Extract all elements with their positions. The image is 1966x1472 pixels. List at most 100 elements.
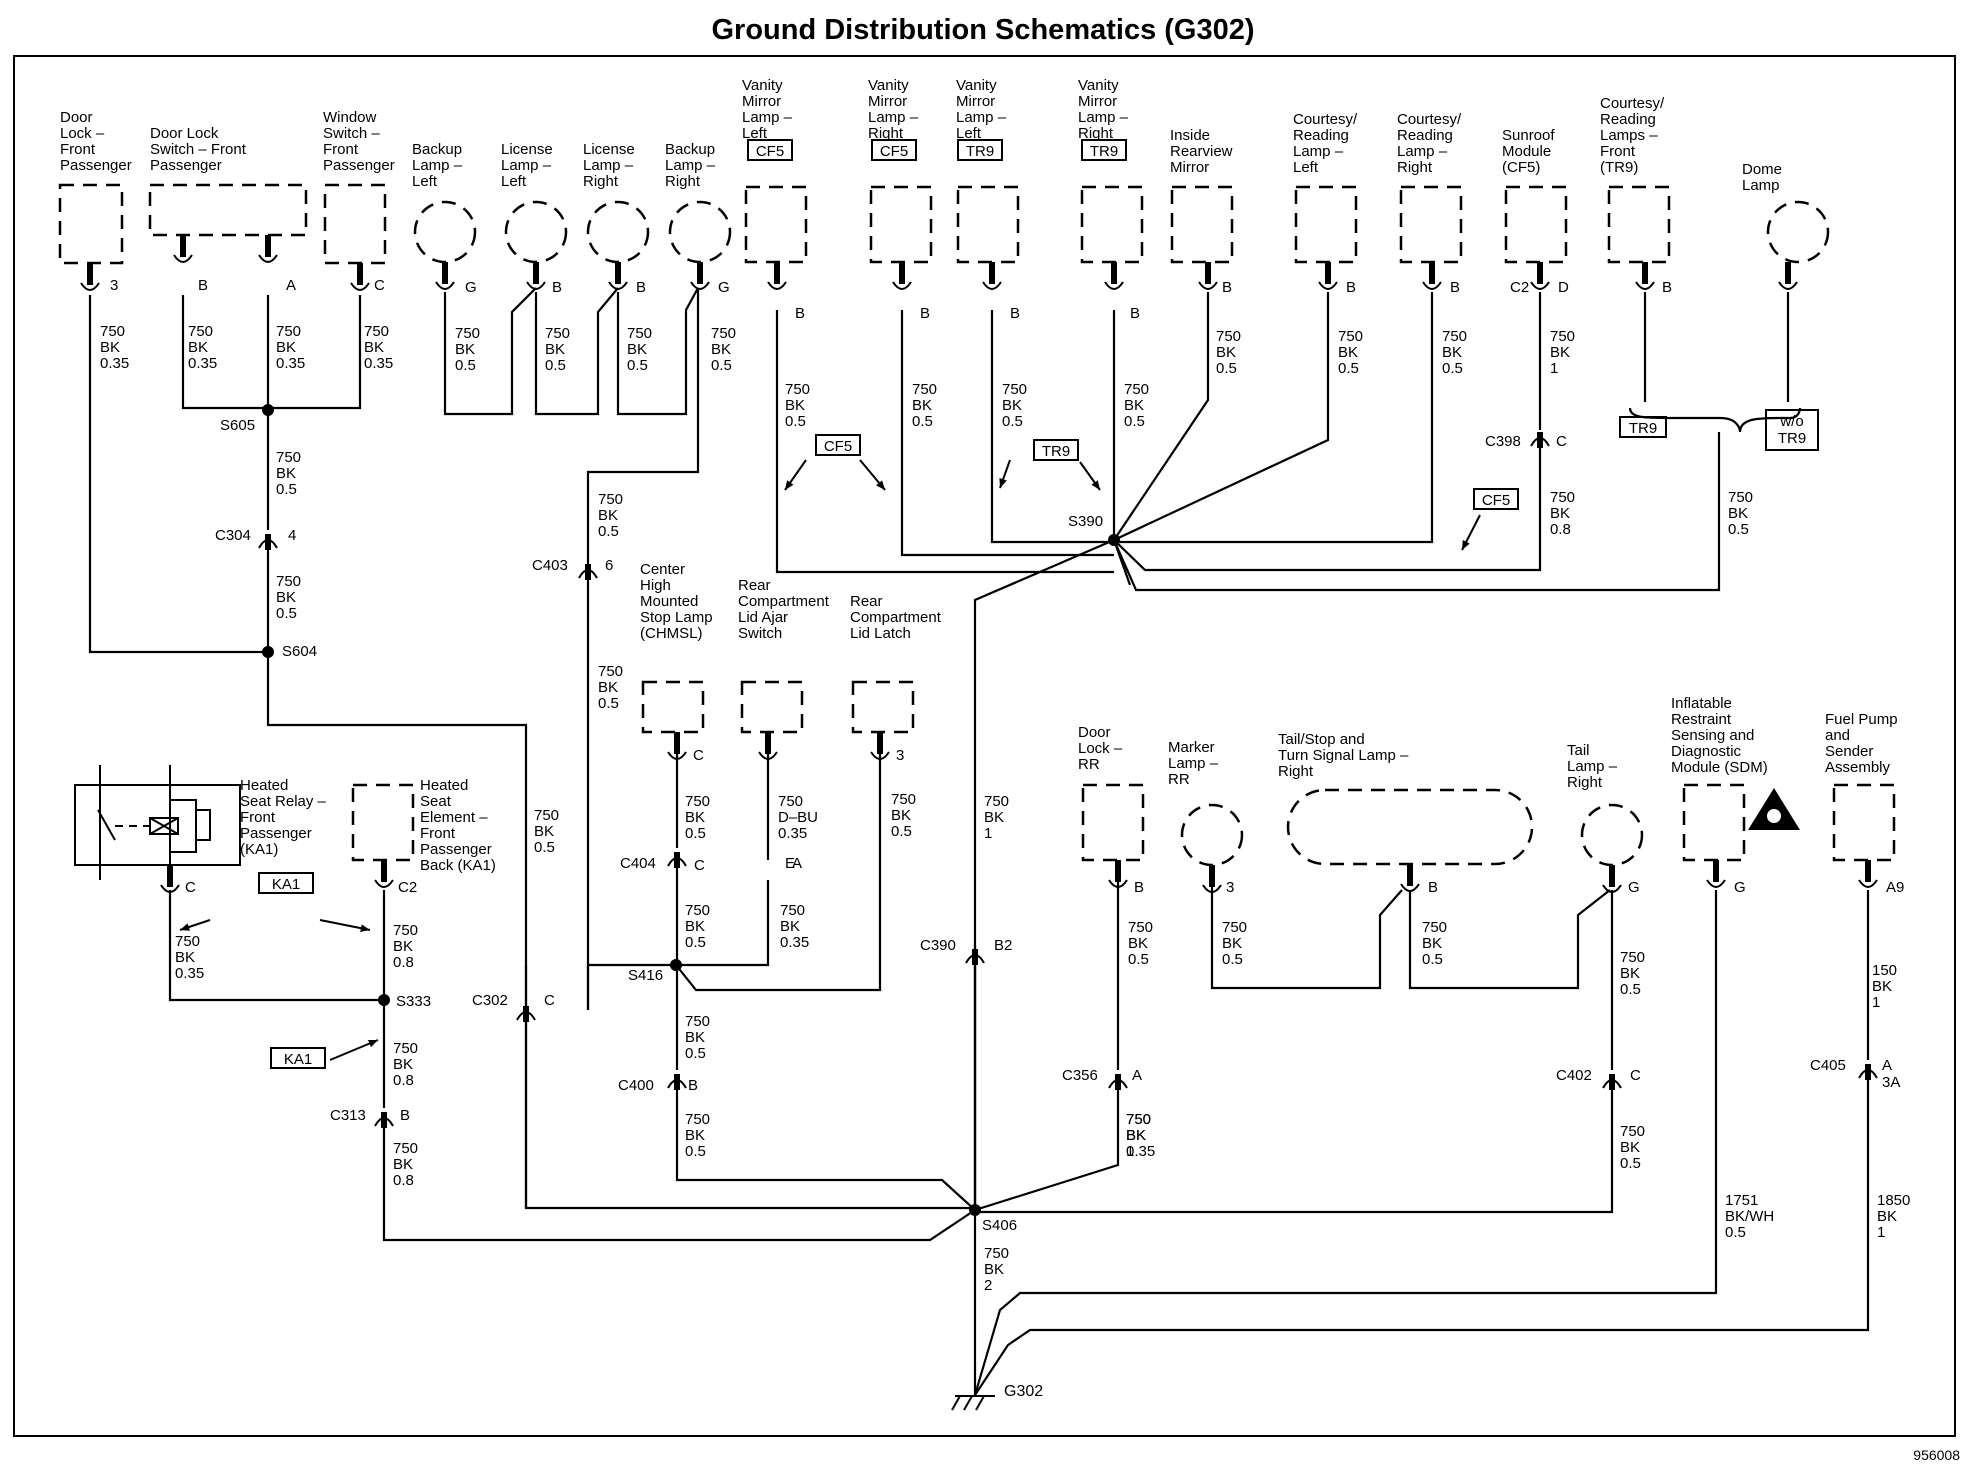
component-label: High [640,577,671,594]
wire-label: 750 [1124,381,1149,398]
component-label: License [501,141,553,158]
component-label: Lamp – [1078,109,1129,126]
component-label: Right [868,125,904,142]
component-label: Right [1397,159,1433,176]
option-box-label: CF5 [880,143,908,160]
component-label: Assembly [1825,759,1891,776]
component-box [1294,185,1358,264]
pin-label: A [286,277,296,294]
component-label: RR [1168,771,1190,788]
pin-label: B [1134,879,1144,896]
pin-label: C [1630,1067,1641,1084]
component-label: Front [240,809,276,826]
wire-label: 750 [455,325,480,342]
wire-label: 0.35 [100,355,129,372]
wire-label: 1 [1550,360,1558,377]
option-box-label: w/o [1779,413,1803,430]
splice-dot [262,646,274,658]
connector-socket [1530,437,1550,447]
wire-label: 750 [1442,328,1467,345]
component-box [323,183,387,265]
wire [974,1090,1120,1212]
component-label: Right [665,173,701,190]
wire-label: 750 [1222,919,1247,936]
pin-label: G [1734,879,1746,896]
wire [616,287,699,416]
wire-label: BK [1338,344,1358,361]
wire-label: 750 [891,791,916,808]
wire-label: 750 [188,323,213,340]
wire-label: 750 [1550,328,1575,345]
connector-socket [1858,1069,1878,1079]
pin-label: 3 [896,747,904,764]
splice-dot [670,959,682,971]
wire-label: 750 [1002,381,1027,398]
component-label: Left [412,173,438,190]
document-number: 956008 [1913,1447,1960,1463]
component-box [1399,185,1463,264]
pin-socket [1104,281,1124,290]
connector-label: C304 [215,527,251,544]
pin-label: G [1628,879,1640,896]
wire [266,652,970,1210]
component-label: Backup [412,141,462,158]
wire-label: 0.5 [891,823,912,840]
component-label: Backup [665,141,715,158]
wire-label: 0.5 [1442,360,1463,377]
wire-label: 750 [627,325,652,342]
component-box [851,680,915,734]
component-label: Lamp – [868,109,919,126]
lamp-icon [668,200,732,264]
pin-label: B [1010,305,1020,322]
component-label: Vanity [742,77,783,94]
component-label: Heated [420,777,468,794]
wire [1113,292,1210,541]
pin-socket [1706,879,1726,888]
pin-label: A [1882,1057,1892,1074]
wire-label: 0.5 [455,357,476,374]
wire [900,310,1114,557]
wire-label: BK [364,339,384,356]
component-label: Marker [1168,739,1215,756]
connector-label: C403 [532,557,568,574]
component-label: Passenger [60,157,132,174]
component-label: Lamp – [956,109,1007,126]
wire-label: BK [598,507,618,524]
component-label: Module (SDM) [1671,759,1768,776]
pin-socket [690,281,710,290]
pin-socket [1530,281,1550,290]
connector-label: C398 [1485,433,1521,450]
component-label: (CF5) [1502,159,1540,176]
wire-label: 750 [100,323,125,340]
component-box [1080,185,1144,264]
component-label: Module [1502,143,1551,160]
wire-label: 750 [912,381,937,398]
pin-label: 6 [605,557,613,574]
splice-label: S605 [220,417,255,434]
component-label: Passenger [240,825,312,842]
pin-socket [667,751,687,760]
connector-socket [258,539,278,549]
component-label: Passenger [150,157,222,174]
component-label: Lamp – [1397,143,1448,160]
wire-label: 750 [1550,489,1575,506]
component-label: (KA1) [240,841,278,858]
pin-label: B [688,1077,698,1094]
component-label: Lamp – [501,157,552,174]
wire-label: 150 [1872,962,1897,979]
option-box-label: TR9 [1778,430,1806,447]
wire-label: 750 [393,1040,418,1057]
wire [974,1080,1870,1396]
wire-label: 0.5 [276,481,297,498]
wire-label: 750 [785,381,810,398]
component-label: Seat [420,793,452,810]
pin-socket [173,254,193,263]
component-label: Lamp – [412,157,463,174]
wire-label: BK [534,823,554,840]
wire-label: BK/WH [1725,1208,1774,1225]
wire-label: 0.5 [1620,981,1641,998]
wire-label: 750 [175,933,200,950]
wire [676,880,770,967]
wire-label: 0.5 [685,1045,706,1062]
component-label: Lamp – [583,157,634,174]
